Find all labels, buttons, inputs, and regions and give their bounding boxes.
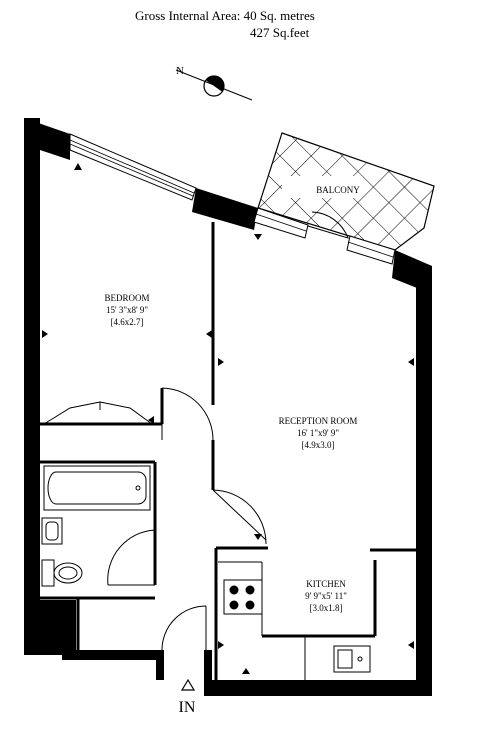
reception-label: RECEPTION ROOM [279,416,358,426]
bedroom-door[interactable] [161,387,214,441]
kitchen-sink-icon [333,645,371,673]
bedroom-window [69,133,197,201]
compass-north-label: N [176,65,184,77]
balcony-area [257,132,435,251]
entrance-label: IN [179,699,196,716]
bedroom-metric: [4.6x2.7] [111,317,144,327]
reception-door[interactable] [212,489,267,545]
balcony-window-right [346,235,396,265]
reception-metric: [4.9x3.0] [302,440,335,450]
kitchen-counter [218,561,306,680]
bathroom-sink-icon [41,517,63,545]
reception-imperial: 16' 1"x9' 9" [297,428,339,438]
bedroom-imperial: 15' 3"x8' 9" [106,305,148,315]
outer-walls [24,118,432,696]
balcony-label: BALCONY [316,185,360,195]
gross-area-feet-text: 427 Sq.feet [250,25,310,40]
kitchen-metric: [3.0x1.8] [310,603,343,613]
bathroom-door[interactable] [107,529,156,586]
gross-area-text: Gross Internal Area: 40 Sq. metres [135,8,315,23]
kitchen-imperial: 9' 9"x5' 11" [305,591,347,601]
hob-icon [223,579,263,615]
entrance-door[interactable] [161,605,207,651]
balcony-window-left [253,207,309,239]
bathtub-icon [43,465,151,511]
balcony-door[interactable] [307,211,349,239]
bedroom-label: BEDROOM [104,293,149,303]
dimension-markers [42,163,414,674]
wardrobe-doors[interactable] [43,401,153,425]
entrance-arrow-icon [180,678,196,691]
toilet-icon [41,559,83,587]
kitchen-label: KITCHEN [306,579,346,589]
compass-icon: N [175,65,253,101]
